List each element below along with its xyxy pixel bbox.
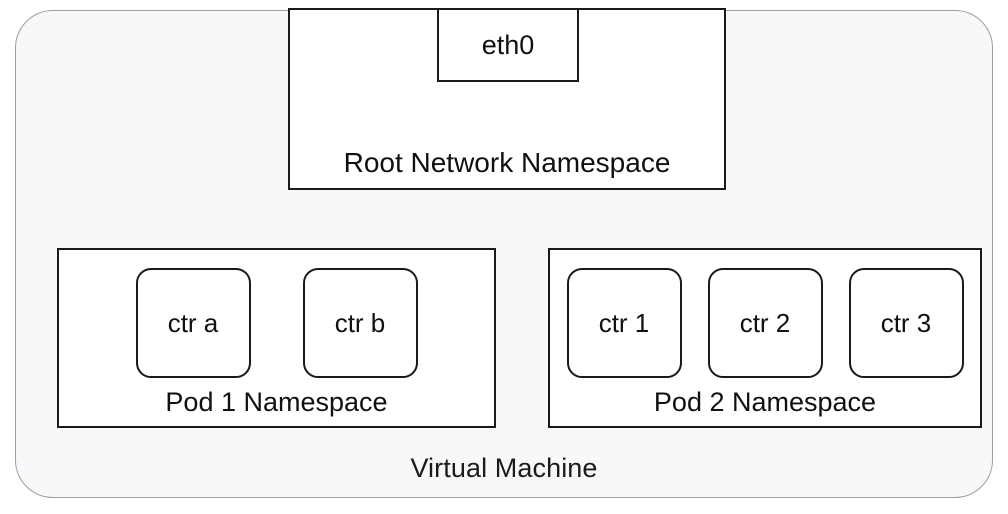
container-ctr-1: ctr 1: [566, 268, 682, 378]
container-ctr-a-label: ctr a: [167, 308, 219, 338]
container-ctr-b-label: ctr b: [334, 308, 386, 338]
pod-2-container-row: ctr 1 ctr 2 ctr 3: [550, 268, 980, 380]
container-ctr-2: ctr 2: [707, 268, 823, 378]
pod-1-namespace-label: Pod 1 Namespace: [165, 387, 388, 417]
container-ctr-3-label: ctr 3: [880, 308, 932, 338]
pod-1-container-row: ctr a ctr b: [59, 268, 494, 380]
container-ctr-2-label: ctr 2: [739, 308, 791, 338]
container-ctr-3: ctr 3: [848, 268, 964, 378]
pod-2-namespace-label: Pod 2 Namespace: [653, 387, 877, 417]
container-ctr-b: ctr b: [302, 268, 418, 378]
container-ctr-a: ctr a: [135, 268, 251, 378]
root-network-namespace-label: Root Network Namespace: [343, 147, 671, 178]
virtual-machine-label: Virtual Machine: [410, 453, 598, 483]
eth0-interface-label: eth0: [481, 30, 535, 60]
eth0-interface-box: eth0: [437, 8, 579, 82]
container-ctr-1-label: ctr 1: [598, 308, 650, 338]
root-network-namespace-box: eth0 Root Network Namespace: [288, 8, 726, 190]
pod-2-namespace-box: ctr 1 ctr 2 ctr 3 Pod 2 Namespace: [548, 248, 982, 428]
pod-1-namespace-box: ctr a ctr b Pod 1 Namespace: [57, 248, 496, 428]
